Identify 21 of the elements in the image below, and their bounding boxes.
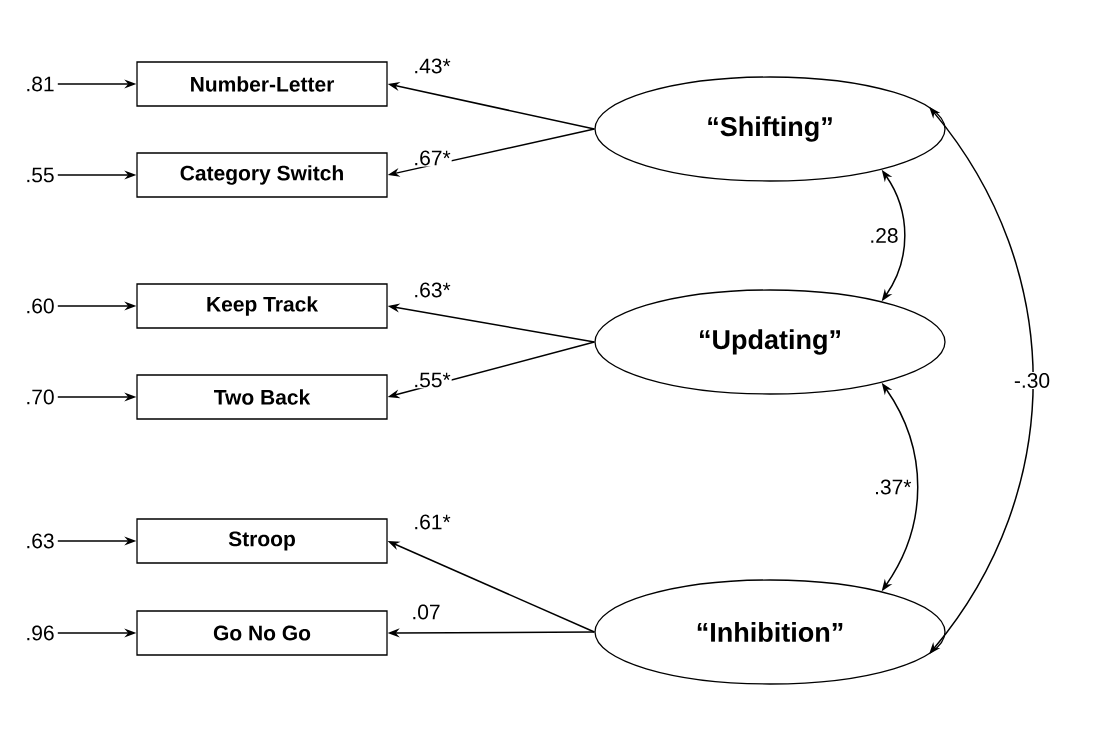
edge-label: .61* [412,513,452,531]
error-variance: .60 [27,298,54,314]
variable-box: Go No Go [136,610,388,656]
edge-label: -.30 [1012,372,1052,389]
edge-label: .07 [410,603,442,621]
variable-box: Stroop [136,518,388,564]
error-variance: .55 [27,167,54,183]
edge-label: .37* [876,479,912,495]
edge-label: .55* [412,371,452,389]
error-variance: .81 [27,76,54,92]
edge-label: .67* [412,149,452,167]
edge-label: .43* [412,57,452,75]
edge-label: .63* [412,281,452,299]
variable-box: Two Back [136,374,388,420]
error-variance: .63 [27,533,54,549]
variable-box: Number-Letter [136,61,388,107]
variable-box: Keep Track [136,283,388,329]
edge-label: .28 [871,228,898,243]
error-variance: .96 [27,625,54,641]
variable-box: Category Switch [136,152,388,198]
error-variance: .70 [27,389,54,405]
